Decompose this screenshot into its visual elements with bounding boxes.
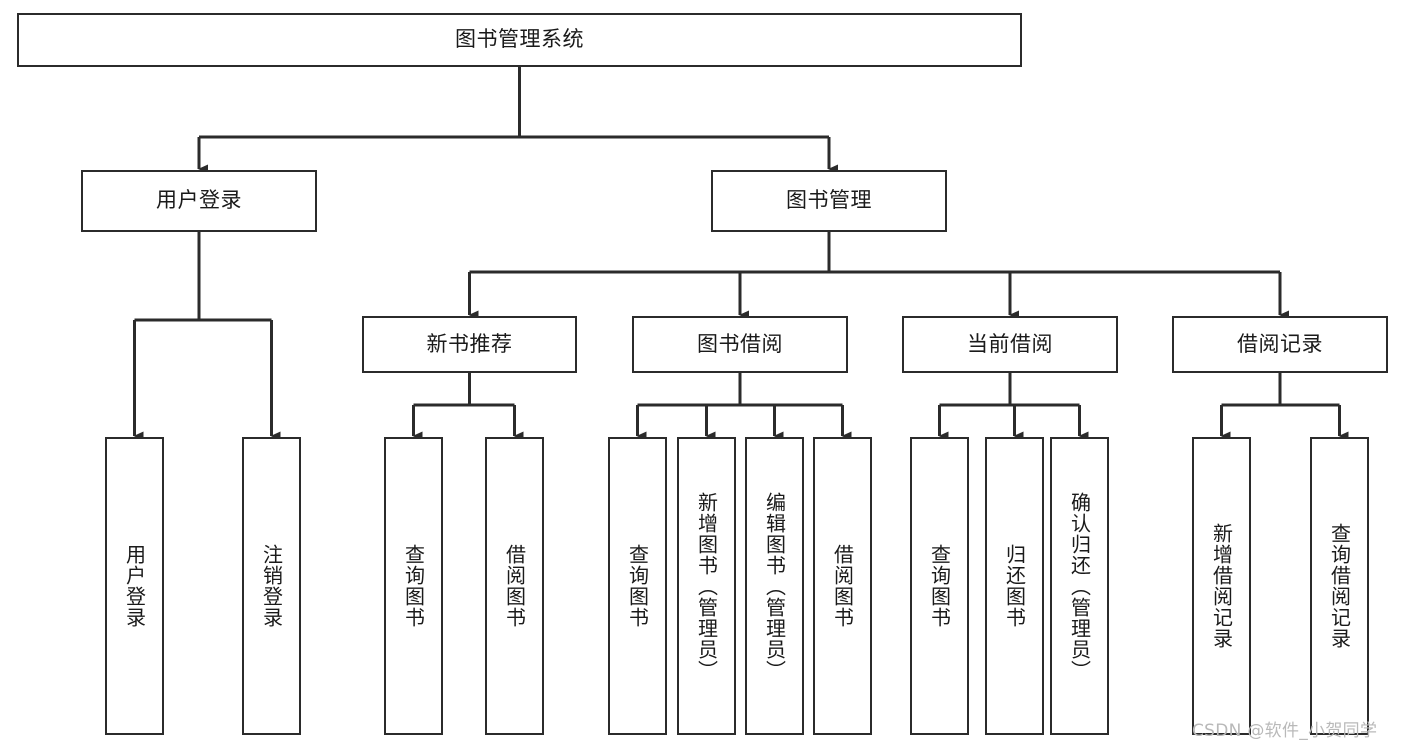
node-label: 查询图书 (625, 544, 650, 628)
node-label: 借阅记录 (1237, 331, 1323, 356)
node-label: 查询图书 (927, 544, 952, 628)
node-label: 图书管理 (786, 188, 872, 213)
node-root[interactable]: 图书管理系统 (17, 13, 1022, 67)
node-newbook[interactable]: 新书推荐 (362, 316, 577, 373)
node-label: 新增借阅记录 (1209, 523, 1234, 649)
csdn-watermark: CSDN @软件_小贺同学 (1192, 721, 1378, 741)
node-leaf-logout[interactable]: 注销登录 (242, 437, 301, 735)
node-login[interactable]: 用户登录 (81, 170, 317, 232)
node-leaf-r-add[interactable]: 新增借阅记录 (1192, 437, 1251, 735)
node-label: 查询图书 (401, 544, 426, 628)
node-label: 图书借阅 (697, 331, 783, 356)
node-leaf-r-query[interactable]: 查询借阅记录 (1310, 437, 1369, 735)
node-label: 借阅图书 (830, 544, 855, 628)
node-label: 借阅图书 (502, 544, 527, 628)
node-leaf-b-edit[interactable]: 编辑图书（管理员） (745, 437, 804, 735)
node-leaf-nb-borrow[interactable]: 借阅图书 (485, 437, 544, 735)
node-label: 查询借阅记录 (1327, 523, 1352, 649)
node-label: 新书推荐 (426, 331, 513, 356)
node-current[interactable]: 当前借阅 (902, 316, 1118, 373)
node-leaf-b-add[interactable]: 新增图书（管理员） (677, 437, 736, 735)
edge-layer (133, 67, 1349, 441)
node-label: 新增图书（管理员） (694, 491, 719, 681)
node-leaf-b-query[interactable]: 查询图书 (608, 437, 667, 735)
node-leaf-c-query[interactable]: 查询图书 (910, 437, 969, 735)
node-leaf-c-confirm[interactable]: 确认归还（管理员） (1050, 437, 1109, 735)
node-bookmgmt[interactable]: 图书管理 (711, 170, 947, 232)
node-leaf-nb-query[interactable]: 查询图书 (384, 437, 443, 735)
node-leaf-login[interactable]: 用户登录 (105, 437, 164, 735)
node-label: 当前借阅 (967, 331, 1053, 356)
node-label: 确认归还（管理员） (1067, 491, 1092, 681)
node-label: 编辑图书（管理员） (762, 491, 787, 681)
node-records[interactable]: 借阅记录 (1172, 316, 1388, 373)
node-label: 归还图书 (1002, 544, 1027, 628)
node-label: 注销登录 (259, 544, 284, 628)
node-label: 图书管理系统 (455, 27, 584, 52)
node-label: 用户登录 (156, 188, 242, 213)
node-leaf-b-borrow[interactable]: 借阅图书 (813, 437, 872, 735)
node-leaf-c-return[interactable]: 归还图书 (985, 437, 1044, 735)
node-label: 用户登录 (122, 544, 147, 628)
node-borrow[interactable]: 图书借阅 (632, 316, 848, 373)
